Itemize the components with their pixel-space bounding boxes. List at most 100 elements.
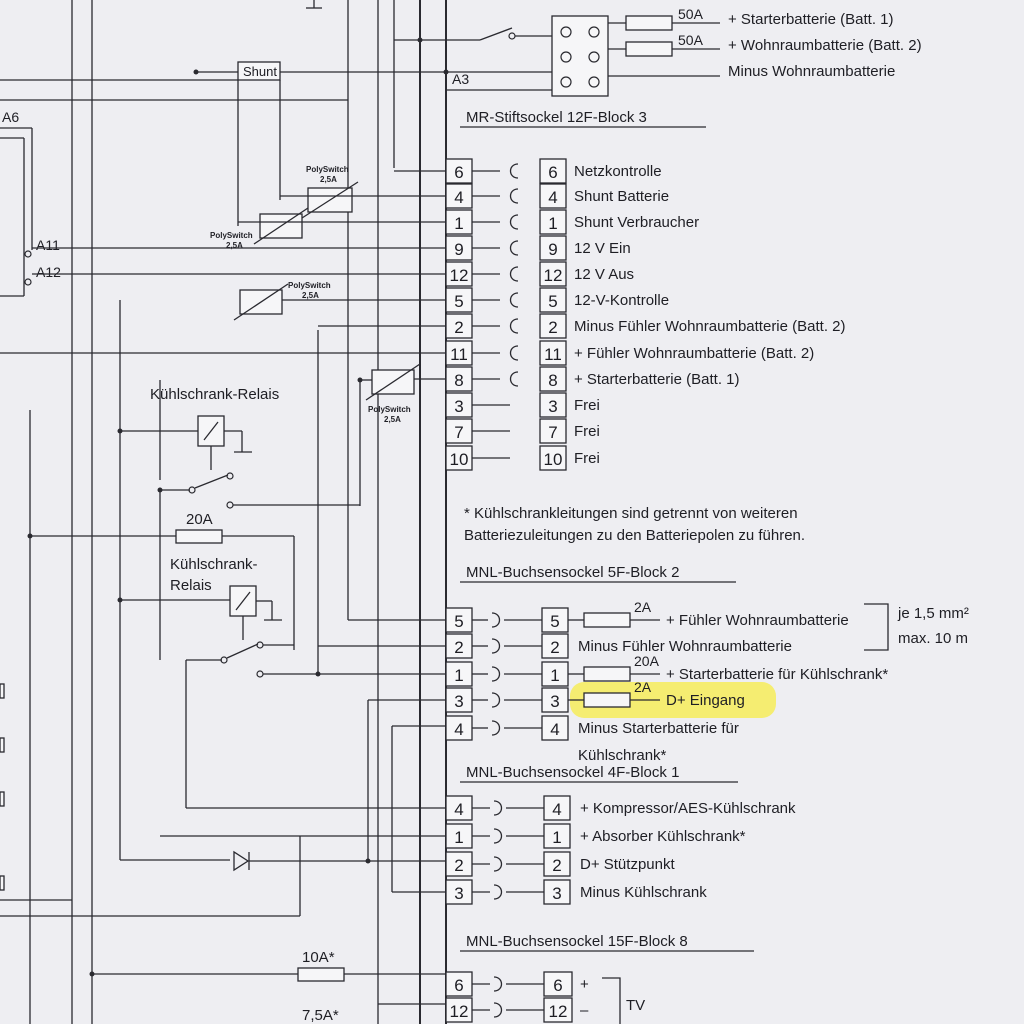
block3-pin-left bbox=[445, 261, 473, 287]
block2-row4-line2: Kühlschrank* bbox=[578, 747, 667, 764]
polyswitch-4-name: PolySwitch bbox=[368, 405, 411, 414]
polyswitch-2 bbox=[259, 213, 303, 239]
relay2-label-2: Relais bbox=[170, 577, 212, 594]
battery-label-2: + Wohnraumbatterie (Batt. 2) bbox=[728, 37, 922, 54]
relay1-label: Kühlschrank-Relais bbox=[150, 386, 279, 403]
block2-pin-left-number: 4 bbox=[454, 720, 463, 739]
block1-pin-left-number: 2 bbox=[454, 856, 463, 875]
ref-a12: A12 bbox=[36, 264, 61, 280]
block8-pin-left-number: 12 bbox=[450, 1002, 469, 1021]
polyswitch-2-name: PolySwitch bbox=[210, 231, 253, 240]
block3-pin-left bbox=[445, 209, 473, 235]
block2-fuse-rating: 2A bbox=[634, 599, 652, 615]
block3-pin-left bbox=[445, 158, 473, 184]
block2-row: 1 1 20A + Starterbatterie für Kühlschrank* bbox=[445, 653, 888, 687]
block8-pin-right bbox=[543, 997, 573, 1023]
block8-pin-right-number: 6 bbox=[553, 976, 562, 995]
block3-row-label: Frei bbox=[574, 423, 600, 440]
block1-title: MNL-Buchsensockel 4F-Block 1 bbox=[466, 764, 679, 781]
block3-row-label: Frei bbox=[574, 397, 600, 414]
block2-pin-left bbox=[445, 607, 473, 633]
polyswitch-2-rating: 2,5A bbox=[226, 241, 243, 250]
block3-pin-left bbox=[445, 340, 473, 366]
block3-row-label: Shunt Batterie bbox=[574, 188, 669, 205]
block2-fuse bbox=[583, 612, 631, 628]
note-line-1: * Kühlschrankleitungen sind getrennt von… bbox=[464, 505, 798, 522]
block3-row-label: Frei bbox=[574, 450, 600, 467]
block3-pin-right bbox=[539, 366, 567, 392]
block2-pin-right-number: 1 bbox=[550, 666, 559, 685]
ref-a11: A11 bbox=[36, 237, 60, 253]
block3-pin-left-number: 3 bbox=[454, 397, 463, 416]
block3-pin-right bbox=[539, 392, 567, 418]
block1-pin-right-number: 3 bbox=[552, 884, 561, 903]
polyswitch-3-name: PolySwitch bbox=[288, 281, 331, 290]
block3-pin-right bbox=[539, 183, 567, 209]
block2-pin-right bbox=[541, 633, 569, 659]
battery-label-3: Minus Wohnraumbatterie bbox=[728, 63, 895, 80]
block3-pin-right bbox=[539, 158, 567, 184]
fuse-rating-2: 50A bbox=[678, 32, 704, 48]
ref-a6: A6 bbox=[2, 109, 19, 125]
block2-fuse-rating: 20A bbox=[634, 653, 660, 669]
block3-pin-left bbox=[445, 418, 473, 444]
block2-row-label: + Starterbatterie für Kühlschrank* bbox=[666, 666, 888, 683]
block2-fuse bbox=[583, 666, 631, 682]
block3-pin-right bbox=[539, 261, 567, 287]
block3-row-label: + Starterbatterie (Batt. 1) bbox=[574, 371, 740, 388]
block2-pin-left-number: 1 bbox=[454, 666, 463, 685]
block2-pin-right-number: 5 bbox=[550, 612, 559, 631]
cable-note-1: je 1,5 mm² bbox=[897, 605, 969, 622]
block8-row-sign: + bbox=[580, 976, 589, 993]
block3-pin-right-number: 9 bbox=[548, 240, 557, 259]
block2-pin-right bbox=[541, 607, 569, 633]
block3-pin-right-number: 1 bbox=[548, 214, 557, 233]
block3-pin-right-number: 10 bbox=[544, 450, 563, 469]
block1-pin-left-number: 3 bbox=[454, 884, 463, 903]
block1-pin-right bbox=[543, 851, 571, 877]
block2-fuse bbox=[583, 692, 631, 708]
block3-pin-right-number: 3 bbox=[548, 397, 557, 416]
cable-note-2: max. 10 m bbox=[898, 630, 968, 647]
block1-pin-right bbox=[543, 879, 571, 905]
polyswitch-1-name: PolySwitch bbox=[306, 165, 349, 174]
block1-row-label: + Kompressor/AES-Kühlschrank bbox=[580, 800, 796, 817]
block2-pin-left-number: 5 bbox=[454, 612, 463, 631]
block3-title: MR-Stiftsockel 12F-Block 3 bbox=[466, 109, 647, 126]
block2-pin-right bbox=[541, 715, 569, 741]
block3-pin-right-number: 5 bbox=[548, 292, 557, 311]
block1-pin-left-number: 4 bbox=[454, 800, 463, 819]
block1-row-label: Minus Kühlschrank bbox=[580, 884, 707, 901]
block3-pin-left bbox=[445, 313, 473, 339]
block3-row: 10 10 Frei bbox=[445, 445, 600, 471]
polyswitch-3-rating: 2,5A bbox=[302, 291, 319, 300]
fuse-50a-2 bbox=[625, 41, 673, 57]
block3-row-label: Shunt Verbraucher bbox=[574, 214, 699, 231]
polyswitch-4-rating: 2,5A bbox=[384, 415, 401, 424]
block3-pin-right bbox=[539, 235, 567, 261]
block3-pin-right-number: 6 bbox=[548, 163, 557, 182]
block2-row-label: D+ Eingang bbox=[666, 692, 745, 709]
block3-row-label: + Fühler Wohnraumbatterie (Batt. 2) bbox=[574, 345, 814, 362]
block3-pin-left-number: 10 bbox=[450, 450, 469, 469]
block2-pin-left-number: 3 bbox=[454, 692, 463, 711]
block2-pin-left bbox=[445, 687, 473, 713]
block3-pin-left-number: 8 bbox=[454, 371, 463, 390]
block2-pin-right-number: 3 bbox=[550, 692, 559, 711]
block3-row: 3 3 Frei bbox=[445, 392, 600, 418]
block3-pin-left-number: 6 bbox=[454, 163, 463, 182]
fuse-20a bbox=[175, 529, 223, 544]
block3-pin-right-number: 2 bbox=[548, 318, 557, 337]
battery-label-1: + Starterbatterie (Batt. 1) bbox=[728, 11, 894, 28]
